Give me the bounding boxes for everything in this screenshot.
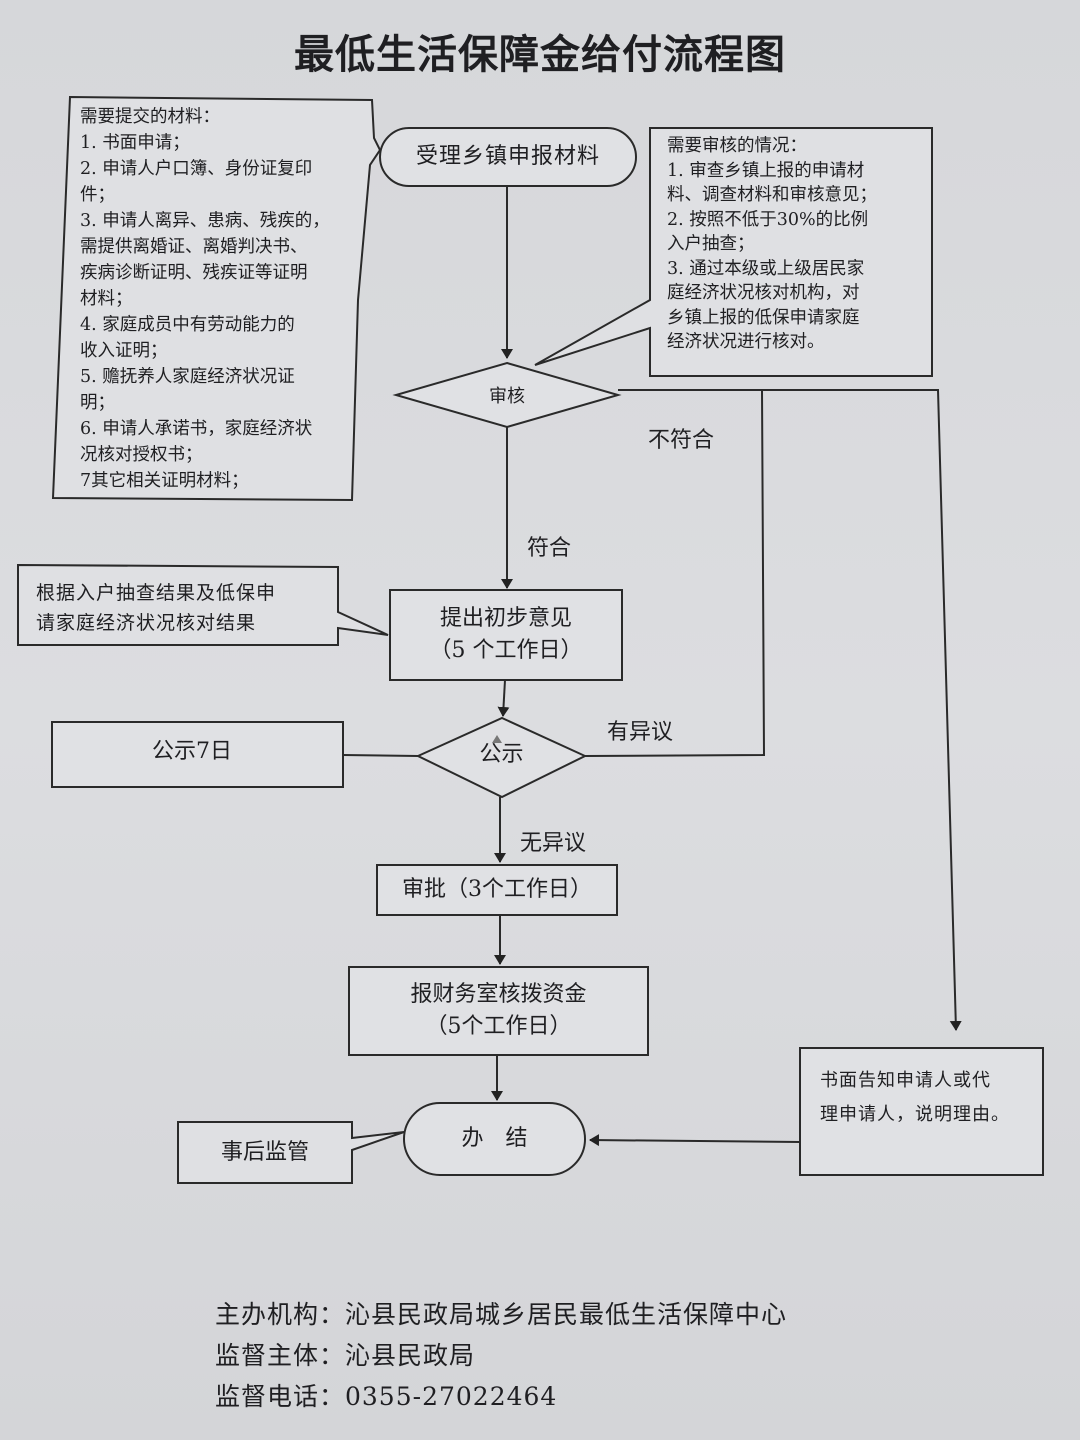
note-line: 1. 书面申请； <box>80 133 190 153</box>
note-line: 2. 按照不低于30%的比例 <box>667 209 869 230</box>
note-line: 需要审核的情况： <box>667 136 807 156</box>
publicity-label: 公示 <box>479 742 524 767</box>
note-line: 7其它相关证明材料； <box>80 471 249 491</box>
finish-oval <box>403 1102 586 1176</box>
page-title: 最低生活保障金给付流程图 <box>294 32 786 78</box>
note-line: 1. 审查乡镇上报的申请材 <box>667 160 865 181</box>
small-triangle-mark <box>492 735 502 743</box>
finance-duration: （5个工作日） <box>425 1014 572 1039</box>
note-line: 请家庭经济状况核对结果 <box>36 612 257 634</box>
note-line: 经济状况进行核对。 <box>667 332 825 352</box>
notify-box <box>799 1047 1044 1176</box>
materials-callout <box>51 95 382 502</box>
note-line: 入户抽查； <box>667 234 755 254</box>
note-line: 疾病诊断证明、残疾证等证明 <box>80 263 308 283</box>
note-line: 4. 家庭成员中有劳动能力的 <box>80 315 295 335</box>
note-line: 件； <box>80 185 115 205</box>
edge-label-objection: 有异议 <box>607 720 674 745</box>
finance-title: 报财务室核拨资金 <box>410 982 587 1007</box>
preliminary-title: 提出初步意见 <box>439 606 572 631</box>
note-line: 3. 申请人离异、患病、残疾的， <box>80 211 330 231</box>
approval-label: 审批（3个工作日） <box>402 877 592 902</box>
preliminary-duration: （5 个工作日） <box>429 638 583 663</box>
note-line: 需提供离婚证、离婚判决书、 <box>80 237 308 257</box>
note-line: 5. 赡抚养人家庭经济状况证 <box>80 367 295 387</box>
edge-label-pass: 符合 <box>527 536 572 561</box>
note-line: 2. 申请人户口簿、身份证复印 <box>80 159 313 179</box>
finish-label: 办 结 <box>461 1126 528 1151</box>
finance-label: 报财务室核拨资金 （5个工作日） <box>349 967 648 1055</box>
note-line: 乡镇上报的低保申请家庭 <box>667 307 860 328</box>
supervision-label: 事后监管 <box>220 1139 309 1165</box>
review-label: 审核 <box>489 386 525 407</box>
note-line: 根据入户抽查结果及低保申 <box>36 582 277 604</box>
publicity-days-label: 公示7日 <box>152 739 232 764</box>
notify-line: 理申请人，说明理由。 <box>820 1104 1010 1125</box>
note-line: 3. 通过本级或上级居民家 <box>667 258 865 279</box>
note-line: 庭经济状况核对机构，对 <box>667 283 860 303</box>
accept-label: 受理乡镇申报材料 <box>415 144 600 169</box>
finance-box <box>348 966 649 1056</box>
notify-line: 书面告知申请人或代 <box>820 1070 991 1091</box>
basis-note: 根据入户抽查结果及低保申请家庭经济状况核对结果 <box>36 578 276 638</box>
footer-phone: 监督电话：0355-27022464 <box>215 1382 558 1411</box>
note-line: 料、调查材料和审核意见； <box>667 185 877 205</box>
review-note: 需要审核的情况： 1. 审查乡镇上报的申请材料、调查材料和审核意见； 2. 按照不低… <box>667 134 877 355</box>
publicity-diamond <box>415 716 588 799</box>
note-line: 6. 申请人承诺书，家庭经济状 <box>80 419 313 439</box>
supervision-callout <box>177 1121 405 1184</box>
note-line: 材料； <box>80 289 133 309</box>
footer-supervisor: 监督主体：沁县民政局 <box>215 1341 476 1370</box>
approval-box <box>376 864 618 916</box>
preliminary-box <box>389 589 623 681</box>
note-line: 明； <box>80 393 115 413</box>
materials-note: 需要提交的材料： 1. 书面申请； 2. 申请人户口簿、身份证复印件； 3. 申请人离… <box>80 104 330 494</box>
footer-organizer: 主办机构：沁县民政局城乡居民最低生活保障中心 <box>215 1300 788 1329</box>
edge-label-fail: 不符合 <box>648 428 715 453</box>
note-line: 况核对授权书； <box>80 445 203 465</box>
basis-callout <box>17 563 389 646</box>
note-line: 收入证明； <box>80 341 168 361</box>
note-line: 需要提交的材料： <box>80 107 220 127</box>
notify-label: 书面告知申请人或代 理申请人，说明理由。 <box>820 1064 1010 1132</box>
publicity-days-box <box>51 721 344 788</box>
review-callout <box>534 127 933 377</box>
edge-label-no-objection: 无异议 <box>520 831 587 856</box>
preliminary-label: 提出初步意见 （5 个工作日） <box>390 590 622 680</box>
